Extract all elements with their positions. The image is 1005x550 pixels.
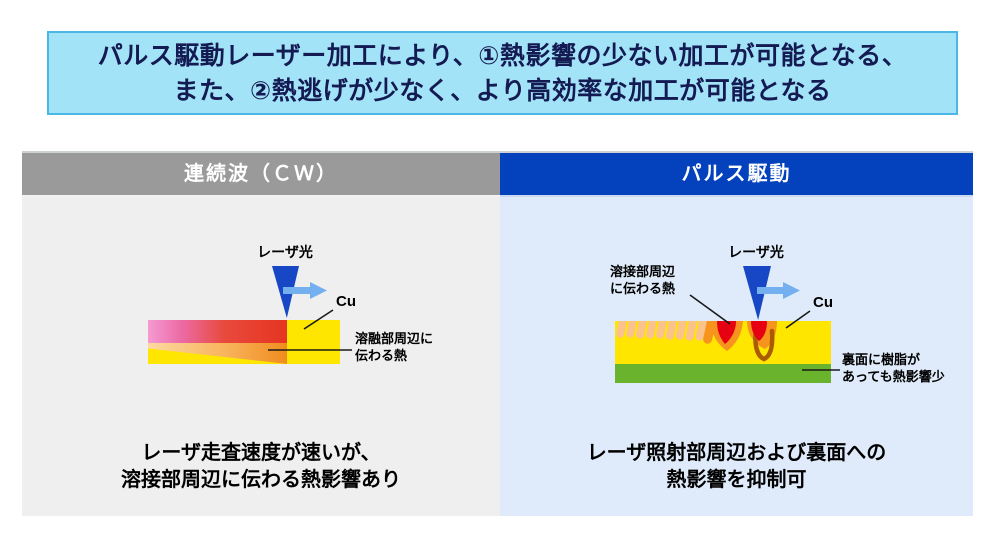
pulse-caption: レーザ照射部周辺および裏面への 熱影響を抑制可 [500, 440, 973, 494]
cu-pointer-line [303, 309, 334, 330]
cw-melt-gradient [148, 320, 287, 343]
cw-caption: レーザ走査速度が速いが、 溶接部周辺に伝わる熱影響あり [22, 440, 500, 494]
pulse-annotation-overlay [689, 282, 840, 371]
pulse-diagram: レーザ光 [570, 238, 970, 438]
resin-label-line1: 裏面に樹脂が [842, 352, 921, 367]
pulse-caption-line1: レーザ照射部周辺および裏面への [586, 442, 887, 464]
pulse-laser-light-label: レーザ光 [728, 244, 784, 260]
scan-arrow-head-icon [310, 282, 327, 299]
cw-cu-label: Cu [336, 293, 356, 310]
cw-panel: 連続波（ＣＷ） レーザ光 Cu [22, 151, 500, 518]
pulse-panel-header: パルス駆動 [500, 151, 973, 197]
pulse-heat-label-line1: 溶接部周辺 [610, 264, 676, 279]
title-line-1: パルス駆動レーザー加工により、①熱影響の少ない加工が可能となる、 [97, 42, 908, 70]
pulse-bar-art [615, 316, 831, 383]
pulse-cu-label: Cu [813, 294, 833, 311]
scan-arrow-icon [283, 287, 310, 294]
cw-caption-line2: 溶接部周辺に伝わる熱影響あり [121, 469, 401, 491]
pulse-trace-fingers [616, 316, 707, 341]
title-line-2: また、②熱逃げが少なく、より高効率な加工が可能となる [173, 77, 832, 105]
title-banner: パルス駆動レーザー加工により、①熱影響の少ない加工が可能となる、 また、②熱逃げ… [47, 31, 958, 115]
scan-arrow-icon [757, 287, 783, 294]
pulse-heat-label-line2: に伝わる熱 [610, 280, 676, 296]
cu-pointer-line [785, 310, 811, 329]
cw-heat-label-line2: 伝わる熱 [355, 347, 408, 363]
keyhole-outline [753, 326, 775, 362]
scan-arrow-head-icon [783, 282, 800, 299]
cw-heat-label-line1: 溶融部周辺に [355, 331, 434, 346]
pulse-copper-bar [615, 316, 831, 383]
cw-diagram: レーザ光 Cu 溶融部周辺に 伝わる熱 [140, 238, 470, 438]
pulse-heat-label: 溶接部周辺 に伝わる熱 [610, 264, 675, 298]
comparison-panels: 連続波（ＣＷ） レーザ光 Cu [22, 151, 973, 518]
pulse-panel-body: レーザ光 [500, 197, 973, 516]
resin-layer [615, 364, 831, 383]
cw-panel-header: 連続波（ＣＷ） [22, 151, 500, 197]
pulse-panel: パルス駆動 レーザ光 [500, 151, 973, 518]
pulse-caption-line2: 熱影響を抑制可 [666, 469, 807, 491]
pulse-panel-title: パルス駆動 [681, 163, 792, 185]
cw-laser-light-label: レーザ光 [257, 244, 313, 260]
weld-pool-core [717, 321, 736, 344]
cw-panel-title: 連続波（ＣＷ） [184, 163, 338, 185]
resin-label-line2: あっても熱影響少 [842, 368, 945, 384]
cw-caption-line1: レーザ走査速度が速いが、 [141, 442, 381, 464]
heat-pointer-line [689, 294, 731, 325]
cw-copper-bar [148, 320, 340, 364]
cw-heat-label: 溶融部周辺に 伝わる熱 [355, 331, 433, 365]
cw-panel-body: レーザ光 Cu 溶融部周辺に 伝わる熱 [22, 197, 500, 516]
resin-label: 裏面に樹脂が あっても熱影響少 [842, 352, 945, 386]
cw-annotation-overlay [268, 282, 352, 351]
weld-spot-core [751, 321, 767, 341]
